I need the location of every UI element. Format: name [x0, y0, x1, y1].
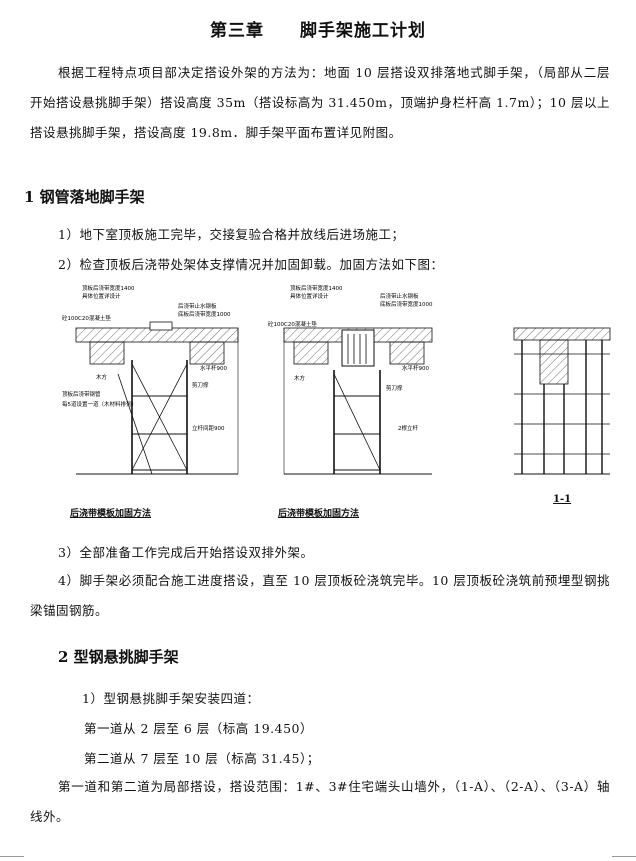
mid-label-top-a: 顶板后浇带宽度1400 — [290, 284, 343, 292]
right-figure-caption: 1-1 — [553, 494, 572, 505]
section2-item4: 第一道和第二道为局部搭设，搭设范围：1#、3#住宅端头山墙外，（1-A）、（2-… — [30, 779, 610, 824]
left-label-brace: 剪刀撑 — [192, 381, 209, 389]
mid-label-side3: 2根立杆 — [398, 424, 418, 432]
middle-diagram: 顶板后浇带宽度1400 具体位置详设计 后浇带止水钢板 底板后浇带宽度1000 … — [268, 284, 433, 475]
right-diagram — [513, 327, 611, 475]
formwork-reinforcement-figure: 顶板后浇带宽度1400 具体位置详设计 后浇带止水钢板 底板后浇带宽度1000 … — [62, 284, 611, 475]
mid-label-side4: 水平杆900 — [402, 364, 429, 372]
left-label-side1: 顶板后浇带钢管 — [62, 390, 101, 398]
footer-rule-right — [612, 856, 636, 857]
section2-heading: 2 型钢悬挑脚手架 — [58, 648, 179, 666]
middle-figure-caption: 后浇带模板加固方法 — [278, 509, 360, 519]
mid-label-top-d: 底板后浇带宽度1000 — [380, 300, 433, 308]
section2-item1: 1）型钢悬挑脚手架安装四道： — [82, 691, 260, 706]
left-label-top-b: 具体位置详设计 — [82, 292, 121, 300]
left-label-side2: 每5道设置一道（木材料排列） — [62, 400, 137, 408]
left-label-col: 木方 — [96, 373, 108, 381]
section1-heading: 1 钢管落地脚手架 — [24, 188, 145, 206]
left-diagram: 顶板后浇带宽度1400 具体位置详设计 后浇带止水钢板 底板后浇带宽度1000 … — [62, 284, 239, 475]
section1-item2: 2）检查顶板后浇带处架体支撑情况并加固卸载。加固方法如下图： — [58, 257, 444, 272]
footer-rule-left — [0, 856, 24, 857]
mid-label-top-c: 后浇带止水钢板 — [380, 292, 419, 300]
section1-item3: 3）全部准备工作完成后开始搭设双排外架。 — [58, 545, 314, 560]
mid-label-col: 木方 — [294, 374, 306, 382]
left-label-side4: 水平杆900 — [200, 364, 227, 372]
left-label-top-d: 底板后浇带宽度1000 — [178, 310, 231, 318]
left-figure-caption: 后浇带模板加固方法 — [70, 509, 152, 519]
section2-item3: 第二道从 7 层至 10 层（标高 31.45）； — [84, 751, 320, 766]
section1-item1: 1）地下室顶板施工完毕，交接复验合格并放线后进场施工； — [58, 227, 405, 242]
mid-label-brace: 剪刀撑 — [386, 384, 403, 392]
chapter-title: 第三章 脚手架施工计划 — [210, 21, 426, 41]
left-label-top-a: 顶板后浇带宽度1400 — [82, 284, 135, 292]
mid-label-c20: 砼100C20混凝土垫 — [268, 320, 317, 328]
left-label-pole: 立杆间距900 — [192, 424, 225, 432]
section1-item4: 4）脚手架必须配合施工进度搭设，直至 10 层顶板砼浇筑完毕。10 层顶板砼浇筑… — [30, 573, 610, 618]
left-label-c20: 砼100C20混凝土垫 — [62, 314, 111, 322]
left-label-top-c: 后浇带止水钢板 — [178, 302, 217, 310]
mid-label-top-b: 具体位置详设计 — [290, 292, 329, 300]
section2-item2: 第一道从 2 层至 6 层（标高 19.450） — [84, 721, 314, 736]
intro-paragraph: 根据工程特点项目部决定搭设外架的方法为：地面 10 层搭设双排落地式脚手架，（局… — [30, 65, 610, 140]
